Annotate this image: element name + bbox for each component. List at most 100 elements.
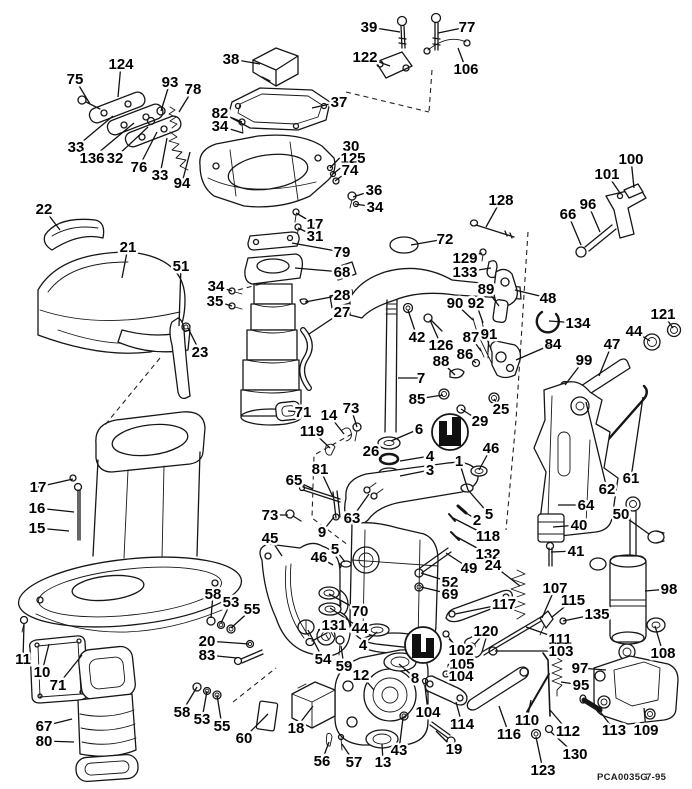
- part-steering-arm-and-shaft: [329, 236, 522, 433]
- callout-47: 47: [604, 336, 621, 353]
- callout-39: 39: [361, 19, 378, 36]
- part-tilt-lever: [575, 183, 647, 258]
- leader-line: [598, 343, 613, 377]
- callout-62: 62: [599, 481, 616, 498]
- callout-104: 104: [448, 668, 474, 685]
- callout-28: 28: [334, 287, 351, 304]
- leader-line: [319, 468, 334, 498]
- callout-37: 37: [331, 94, 348, 111]
- callout-17: 17: [30, 479, 47, 496]
- callout-100: 100: [618, 151, 643, 168]
- leader-line: [43, 718, 73, 727]
- callout-71: 71: [50, 677, 67, 694]
- callout-3: 3: [426, 462, 434, 479]
- detail-view-circle-lower: [404, 626, 442, 664]
- callout-21: 21: [120, 239, 137, 256]
- leader-line: [216, 694, 223, 727]
- callout-106: 106: [453, 61, 478, 78]
- callout-95: 95: [573, 677, 590, 694]
- leader-line: [478, 447, 492, 471]
- callout-96: 96: [580, 196, 597, 213]
- callout-5: 5: [485, 506, 493, 523]
- leader-line: [341, 743, 355, 763]
- callout-136: 136: [79, 150, 104, 167]
- callout-16: 16: [29, 500, 46, 517]
- part-top-bolts-and-plate: [375, 12, 471, 79]
- callout-91: 91: [481, 326, 498, 343]
- callout-61: 61: [623, 470, 640, 487]
- leader-lines: [22, 26, 674, 771]
- callout-58: 58: [174, 704, 191, 721]
- leader-line: [206, 654, 238, 659]
- callout-48: 48: [540, 290, 557, 307]
- callout-44: 44: [626, 323, 643, 340]
- leader-line: [526, 699, 532, 721]
- callout-111: 111: [548, 631, 571, 648]
- callout-19: 19: [446, 741, 463, 758]
- callout-69: 69: [442, 586, 459, 603]
- callout-103: 103: [548, 643, 573, 660]
- callout-43: 43: [391, 742, 408, 759]
- callout-68: 68: [334, 264, 351, 281]
- callout-81: 81: [312, 461, 329, 478]
- leader-line: [294, 267, 343, 273]
- leader-line: [181, 151, 191, 184]
- callout-104: 104: [415, 704, 441, 721]
- callout-55: 55: [244, 601, 261, 618]
- callout-105: 105: [449, 656, 474, 673]
- callout-115: 115: [561, 592, 585, 609]
- footer-date-code: 7-95: [646, 772, 667, 783]
- callout-110: 110: [515, 712, 539, 729]
- callout-92: 92: [468, 295, 485, 312]
- callout-78: 78: [185, 81, 202, 98]
- callout-6: 6: [415, 421, 423, 438]
- leader-line: [525, 626, 561, 640]
- leader-line: [117, 63, 122, 98]
- leader-line: [352, 189, 375, 198]
- leader-line: [445, 552, 470, 569]
- part-covers: [37, 218, 191, 400]
- callout-53: 53: [223, 594, 240, 611]
- leader-line: [407, 309, 418, 338]
- leader-line: [370, 450, 383, 460]
- leader-line: [454, 302, 474, 321]
- leader-line: [219, 112, 243, 123]
- leader-line: [549, 709, 569, 732]
- callout-27: 27: [334, 304, 351, 321]
- callout-93: 93: [162, 74, 179, 91]
- leader-line: [567, 213, 582, 246]
- callout-33: 33: [68, 139, 85, 156]
- leader-line: [399, 469, 431, 477]
- leader-line: [535, 736, 544, 771]
- callout-12: 12: [353, 667, 370, 684]
- callout-102: 102: [448, 642, 473, 659]
- leader-line: [587, 203, 601, 233]
- leader-line: [215, 285, 233, 292]
- leader-line: [329, 607, 361, 629]
- leader-line: [551, 599, 574, 618]
- leader-line: [332, 157, 354, 175]
- callout-14: 14: [321, 407, 338, 424]
- leader-line: [550, 550, 577, 553]
- leader-line: [178, 265, 182, 327]
- callout-121: 121: [650, 306, 675, 323]
- leader-line: [293, 479, 314, 490]
- callout-128: 128: [488, 192, 513, 209]
- callout-9: 9: [318, 524, 326, 541]
- leader-line: [452, 517, 489, 537]
- callout-88: 88: [433, 353, 450, 370]
- leader-line: [360, 674, 375, 691]
- leader-line: [470, 336, 482, 352]
- callout-126: 126: [428, 337, 453, 354]
- callout-13: 13: [375, 754, 392, 771]
- leader-line: [334, 169, 351, 182]
- callout-4: 4: [359, 637, 368, 654]
- part-water-tube-assembly: [228, 231, 313, 426]
- part-solenoid: [255, 681, 345, 751]
- callout-4: 4: [426, 448, 435, 465]
- callout-70: 70: [352, 603, 369, 620]
- callout-56: 56: [314, 753, 331, 770]
- leader-line: [291, 242, 343, 253]
- leader-line: [114, 126, 149, 159]
